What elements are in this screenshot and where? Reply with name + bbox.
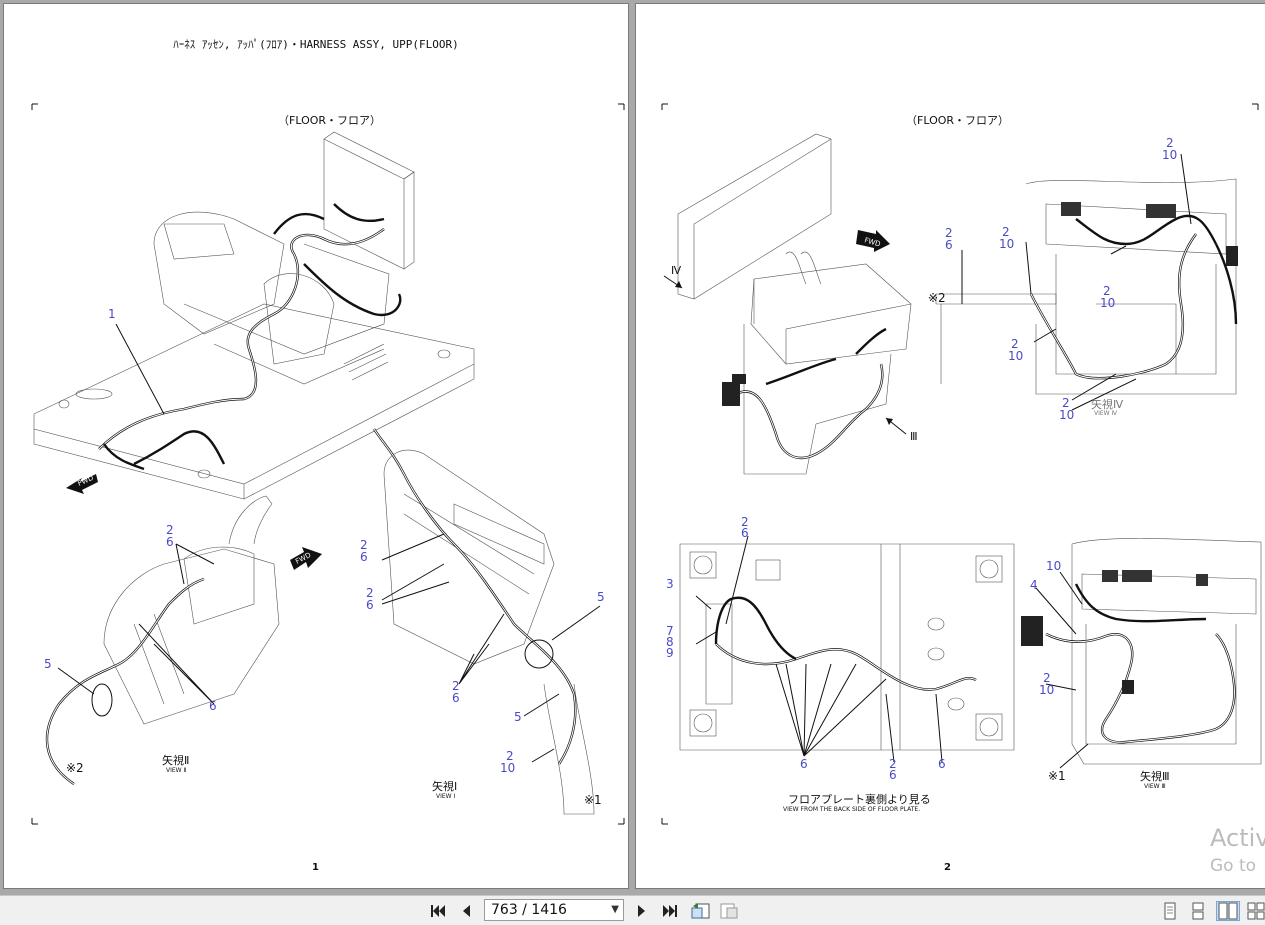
forward-view-icon — [720, 903, 738, 919]
callout-6: 6 — [209, 699, 217, 713]
callout-8: 8 — [666, 635, 674, 649]
callout-ref-x1: ※1 — [584, 793, 602, 807]
page-number-select[interactable]: 763 / 1416 ▼ — [484, 899, 624, 921]
back-view-icon — [691, 903, 710, 919]
callout-2: 2 — [1062, 396, 1070, 410]
callout-5: 5 — [597, 590, 605, 604]
harness-drawing-page1: FWD FWD — [31, 103, 625, 825]
facing-pages-view-button[interactable] — [1216, 901, 1240, 921]
last-page-button[interactable] — [660, 901, 680, 921]
section-title: （FLOOR・フロア） — [278, 114, 382, 127]
callout-6: 6 — [360, 550, 368, 564]
callout-10: 10 — [1162, 148, 1177, 162]
callout-ref-x2: ※2 — [928, 291, 946, 305]
callout-5: 5 — [44, 657, 52, 671]
view1-caption-jp: 矢視Ⅰ — [432, 779, 457, 793]
view4-caption-jp: 矢視Ⅳ — [1091, 397, 1124, 411]
page-header: ﾊｰﾈｽ ｱｯｾﾝ, ｱｯﾊﾟ(ﾌﾛｱ)・HARNESS ASSY, UPP(F… — [173, 38, 459, 51]
next-page-icon — [638, 905, 645, 917]
prev-page-icon — [463, 905, 470, 917]
callout-6: 6 — [366, 598, 374, 612]
first-page-button[interactable] — [428, 901, 448, 921]
callout-6: 6 — [938, 757, 946, 771]
callout-6: 6 — [800, 757, 808, 771]
page-indicator: 763 / 1416 — [491, 902, 567, 918]
callout-9: 9 — [666, 646, 674, 660]
callout-10: 10 — [500, 761, 515, 775]
callout-2: 2 — [360, 538, 368, 552]
callout-ref-x2: ※2 — [66, 761, 84, 775]
view3-caption-en: VIEW Ⅲ — [1144, 783, 1166, 790]
continuous-facing-view-button[interactable] — [1246, 901, 1265, 921]
callout-4: 4 — [1030, 578, 1038, 592]
view1-caption-en: VIEW Ⅰ — [436, 793, 456, 800]
callout-2: 2 — [741, 515, 749, 529]
continuous-page-icon — [1192, 902, 1204, 920]
prev-page-button[interactable] — [456, 901, 476, 921]
callout-10: 10 — [1100, 296, 1115, 310]
callout-10: 10 — [1039, 683, 1054, 697]
continuous-facing-icon — [1247, 902, 1265, 920]
section-title: （FLOOR・フロア） — [906, 114, 1010, 127]
first-page-icon — [431, 905, 445, 917]
callout-2: 2 — [1103, 284, 1111, 298]
callout-10: 10 — [1059, 408, 1074, 422]
callout-6: 6 — [452, 691, 460, 705]
activation-watermark-line1: Activ — [1210, 824, 1265, 852]
next-page-button[interactable] — [632, 901, 652, 921]
callout-2: 2 — [1166, 136, 1174, 150]
page-2: （FLOOR・フロア） FWD Ⅳ Ⅲ — [636, 4, 1265, 888]
callout-6: 6 — [166, 535, 174, 549]
callout-3: 3 — [666, 577, 674, 591]
view3-caption-jp: 矢視Ⅲ — [1140, 769, 1170, 783]
document-viewport[interactable]: ﾊｰﾈｽ ｱｯｾﾝ, ｱｯﾊﾟ(ﾌﾛｱ)・HARNESS ASSY, UPP(F… — [0, 0, 1265, 895]
page-number: 2 — [944, 862, 951, 873]
callout-2: 2 — [366, 586, 374, 600]
page-number: 1 — [312, 862, 319, 873]
activation-watermark-line2: Go to — [1210, 856, 1257, 876]
callout-7: 7 — [666, 624, 674, 638]
arrow-view-iv: Ⅳ — [671, 264, 682, 277]
plate-caption-en: VIEW FROM THE BACK SIDE OF FLOOR PLATE. — [783, 806, 920, 813]
callout-2: 2 — [1043, 671, 1051, 685]
callout-2: 2 — [889, 757, 897, 771]
single-page-icon — [1164, 902, 1176, 920]
single-page-view-button[interactable] — [1160, 901, 1180, 921]
go-forward-view-button[interactable] — [718, 901, 740, 921]
callout-5: 5 — [514, 710, 522, 724]
view2-caption-en: VIEW Ⅱ — [166, 767, 187, 774]
callout-1: 1 — [108, 307, 116, 321]
page-1: ﾊｰﾈｽ ｱｯｾﾝ, ｱｯﾊﾟ(ﾌﾛｱ)・HARNESS ASSY, UPP(F… — [4, 4, 628, 888]
facing-pages-icon — [1218, 902, 1238, 920]
callout-10: 10 — [1008, 349, 1023, 363]
callout-6: 6 — [945, 238, 953, 252]
go-back-view-button[interactable] — [690, 901, 712, 921]
last-page-icon — [663, 905, 677, 917]
callout-ref-x1: ※1 — [1048, 769, 1066, 783]
callout-2: 2 — [166, 523, 174, 537]
callout-2: 2 — [506, 749, 514, 763]
arrow-view-iii: Ⅲ — [910, 430, 918, 443]
callout-10: 10 — [1046, 559, 1061, 573]
callout-2: 2 — [452, 679, 460, 693]
view2-caption-jp: 矢視Ⅱ — [162, 753, 189, 767]
plate-caption-jp: フロアプレート裏側より見る — [788, 792, 931, 806]
callout-2: 2 — [945, 226, 953, 240]
view4-caption-en: VIEW Ⅳ — [1094, 410, 1118, 417]
chevron-down-icon: ▼ — [611, 904, 619, 915]
harness-drawing-page2: FWD Ⅳ Ⅲ ※2 2 10 2 — [661, 103, 1262, 825]
callout-2: 2 — [1002, 225, 1010, 239]
callout-6: 6 — [741, 526, 749, 540]
callout-2: 2 — [1011, 337, 1019, 351]
callout-10: 10 — [999, 237, 1014, 251]
navigation-toolbar: 763 / 1416 ▼ — [0, 895, 1265, 925]
callout-6: 6 — [889, 768, 897, 782]
continuous-view-button[interactable] — [1188, 901, 1208, 921]
